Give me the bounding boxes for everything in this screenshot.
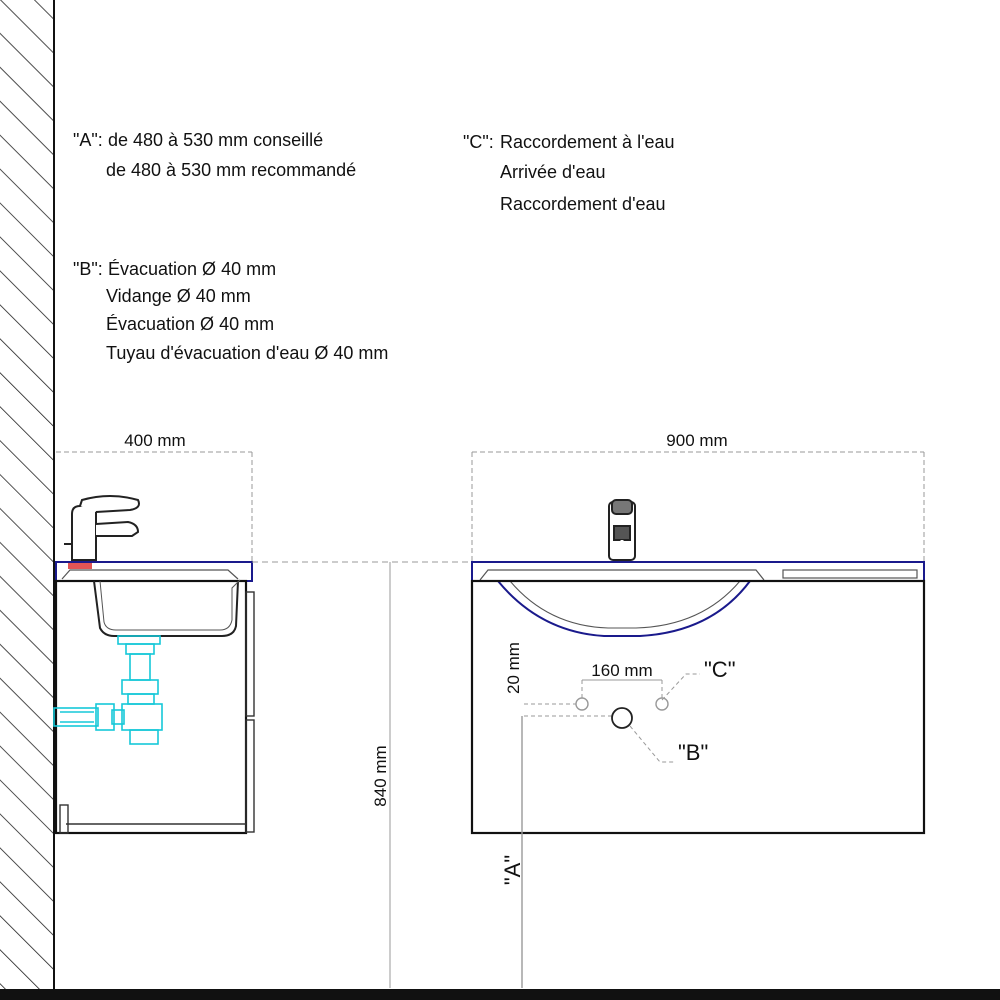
b-leader-line [629,725,676,763]
legend-b-line-2: Vidange Ø 40 mm [106,286,251,306]
floor-line [0,989,1000,1000]
legend-a-line-2: de 480 à 530 mm recommandé [106,160,356,180]
legend-b-tag: "B": [73,259,103,279]
front-width-label: 900 mm [666,431,727,450]
side-basin-inner [61,569,239,580]
side-view: 400 mm [53,431,255,835]
water-supply-point-left [575,697,589,711]
side-faucet [64,495,140,561]
side-cabinet-body [54,579,248,835]
legend-a-tag: "A": [73,130,103,150]
marker-c: "C" [704,657,736,682]
legend-b-line-3: Évacuation Ø 40 mm [106,314,274,334]
marker-b: "B" [678,740,708,765]
legend-b-line-4: Tuyau d'évacuation d'eau Ø 40 mm [106,343,388,363]
legend-b: "B": Évacuation Ø 40 mm Vidange Ø 40 mm … [73,259,388,363]
legend-c-line-2: Arrivée d'eau [500,162,606,182]
side-width-label: 400 mm [124,431,185,450]
side-drawer-front-lower [245,719,255,833]
wall-hatching [0,0,54,990]
legend-c-tag: "C": [463,132,494,152]
legend-c-line-3: Raccordement d'eau [500,194,666,214]
side-cabinet [54,579,255,835]
height-label: 840 mm [371,745,390,806]
marker-a: "A" [500,855,525,885]
legend-a-line-1: de 480 à 530 mm conseillé [108,130,323,150]
side-basin [55,561,253,582]
siphon [53,635,163,745]
front-width-dimension: 900 mm [471,431,925,562]
side-drawer-front-upper [245,591,255,717]
c-leader-line [661,673,700,701]
side-basin-bowl [93,580,239,637]
height-dimension: 840 mm [371,562,391,988]
front-faucet [608,499,636,561]
legend-b-line-1: Évacuation Ø 40 mm [108,259,276,279]
supply-spacing-label: 160 mm [591,661,652,680]
front-cabinet [470,579,926,835]
front-basin-bowl [497,580,751,637]
drain-point [611,707,633,729]
supply-dimension: 160 mm 20 mm [504,642,663,717]
legend-c: "C": Raccordement à l'eau Arrivée d'eau … [463,132,675,214]
water-supply-point-right [655,697,669,711]
front-basin [471,561,925,637]
supply-offset-label: 20 mm [504,642,523,694]
wall [0,0,55,990]
legend-a: "A": de 480 à 530 mm conseillé de 480 à … [73,130,356,180]
legend-c-line-1: Raccordement à l'eau [500,132,675,152]
side-width-dimension: 400 mm [56,431,253,562]
front-view: 900 mm 160 mm 20 mm [470,431,926,988]
